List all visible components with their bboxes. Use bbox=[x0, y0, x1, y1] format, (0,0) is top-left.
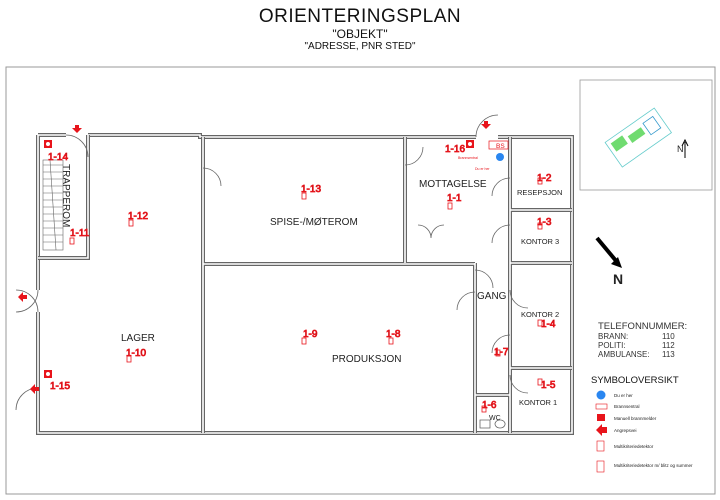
detector-label: 1-10 bbox=[126, 348, 146, 359]
detector-label: 1-6 bbox=[482, 400, 497, 411]
room-labels: TRAPPEROM LAGER SPISE-/MØTEROM PRODUKSJO… bbox=[60, 164, 562, 422]
fire-panel-icon bbox=[595, 403, 608, 410]
detector-label: 1-1 bbox=[447, 193, 462, 204]
legend-item: Brannsentral bbox=[614, 404, 640, 409]
detector-label: 1-16 bbox=[445, 144, 465, 155]
room-kontor2: KONTOR 2 bbox=[521, 310, 559, 319]
detector-label: 1-3 bbox=[537, 217, 552, 228]
phone-label: POLITI: bbox=[598, 341, 626, 350]
room-mottagelse: MOTTAGELSE bbox=[419, 179, 487, 190]
bs-label: BS bbox=[496, 143, 505, 150]
legend-item: Du er her bbox=[614, 393, 633, 398]
room-produksjon: PRODUKSJON bbox=[332, 354, 401, 365]
room-resepsjon: RESEPSJON bbox=[517, 188, 562, 197]
detector-label: 1-13 bbox=[301, 184, 321, 195]
phone-value: 112 bbox=[662, 341, 675, 350]
north-label: N bbox=[613, 271, 623, 287]
phone-value: 110 bbox=[662, 332, 675, 341]
detector-label: 1-11 bbox=[70, 228, 90, 239]
detector-label: 1-12 bbox=[128, 211, 148, 222]
detector-icon bbox=[596, 440, 605, 452]
room-gang: GANG bbox=[477, 291, 507, 302]
phones-heading: TELEFONNUMMER: bbox=[598, 321, 687, 332]
detector-label: 1-5 bbox=[541, 380, 556, 391]
detector-label: 1-7 bbox=[494, 347, 509, 358]
legend-item: Multikriteriedetektor m/ blitz og summer bbox=[614, 463, 693, 468]
site-minimap: N bbox=[579, 79, 713, 191]
address: "ADRESSE, PNR STED" bbox=[304, 41, 416, 52]
manual-call-point-icon bbox=[597, 414, 605, 421]
symbol-legend: SYMBOLOVERSIKT Du er her Brannsentral Ma… bbox=[591, 375, 693, 473]
detector-label: 1-4 bbox=[541, 319, 556, 330]
detector-label: 1-15 bbox=[50, 381, 70, 392]
du-er-her-tag: Du er her bbox=[475, 167, 490, 171]
detectors: 1-1 1-2 1-3 1-4 1-5 1-6 1-7 1-8 1-9 1-10… bbox=[48, 144, 556, 413]
room-trapperom: TRAPPEROM bbox=[60, 164, 71, 227]
room-kontor1: KONTOR 1 bbox=[519, 398, 557, 407]
room-wc: WC bbox=[489, 415, 501, 422]
you-are-here-marker: Du er her bbox=[475, 153, 504, 171]
detector-label: 1-8 bbox=[386, 329, 401, 340]
legend-item: Angrepsvei bbox=[614, 428, 637, 433]
detector-label: 1-14 bbox=[48, 152, 68, 163]
phone-value: 113 bbox=[662, 350, 675, 359]
detector-label: 1-9 bbox=[303, 329, 318, 340]
attack-route-icon bbox=[596, 424, 607, 436]
legend-item: Manuell brannmelder bbox=[614, 416, 657, 421]
minimap-north-label: N bbox=[677, 144, 684, 154]
legend-heading: SYMBOLOVERSIKT bbox=[591, 375, 679, 386]
manual-call-point-icons bbox=[44, 140, 474, 378]
object-name: "OBJEKT" bbox=[332, 27, 388, 41]
brannsentral-tag: Brannsentral bbox=[458, 156, 478, 160]
legend-item: Multikriteriedetektor bbox=[614, 444, 654, 449]
drawing-frame bbox=[5, 66, 716, 495]
room-kontor3: KONTOR 3 bbox=[521, 237, 559, 246]
you-are-here-icon bbox=[596, 390, 606, 400]
north-arrow-icon: N bbox=[595, 236, 623, 287]
room-spise: SPISE-/MØTEROM bbox=[270, 217, 358, 228]
fire-panel-marker: BS Brannsentral bbox=[458, 140, 509, 160]
phone-label: AMBULANSE: bbox=[598, 350, 650, 359]
page-title: ORIENTERINGSPLAN bbox=[258, 6, 462, 27]
room-lager: LAGER bbox=[121, 333, 155, 344]
attack-route-icons bbox=[18, 121, 491, 394]
phone-numbers: TELEFONNUMMER: BRANN: 110 POLITI: 112 AM… bbox=[598, 321, 687, 359]
walls bbox=[15, 114, 574, 435]
detector-label: 1-2 bbox=[537, 173, 552, 184]
detector-flash-sounder-icon bbox=[596, 460, 605, 473]
phone-label: BRANN: bbox=[598, 332, 628, 341]
